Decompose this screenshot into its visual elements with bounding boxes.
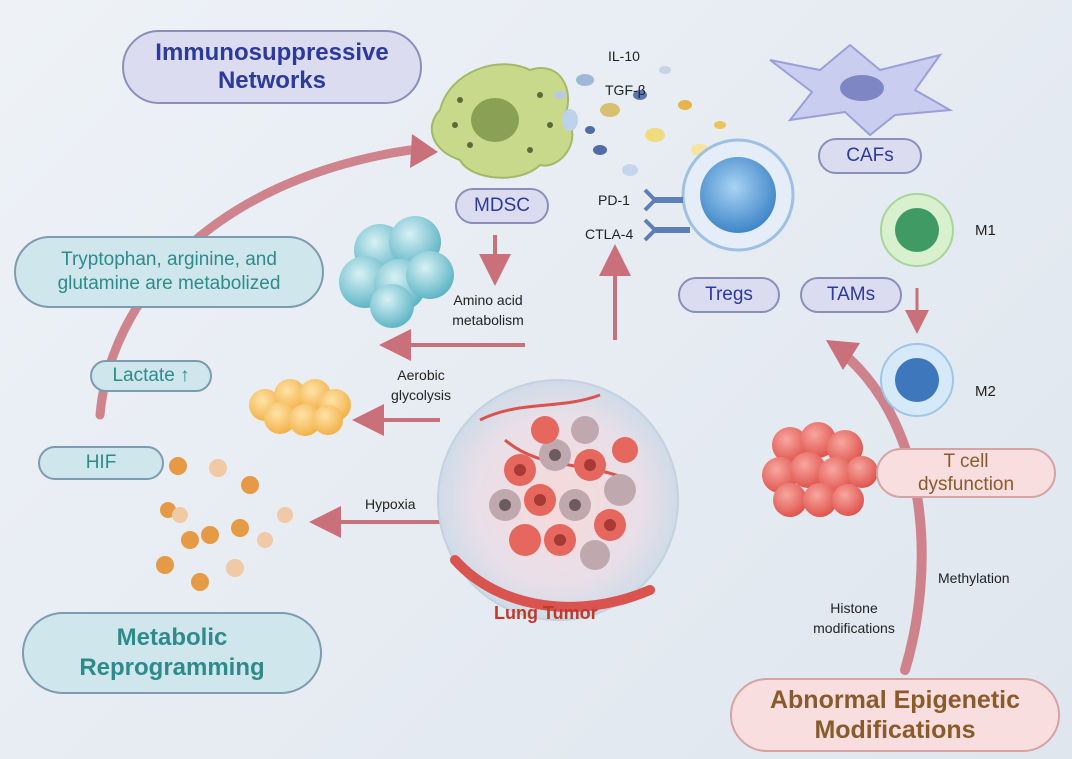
mdsc-cell-icon	[430, 63, 574, 179]
m1-cell-icon	[880, 193, 954, 267]
amino-acid-cluster-icon	[339, 216, 454, 328]
epigenetic-title: Abnormal Epigenetic Modifications	[730, 678, 1060, 752]
m1-label: M1	[975, 222, 996, 239]
il10-label: IL-10	[608, 48, 640, 64]
m2-label: M2	[975, 383, 996, 400]
tgfb-label: TGF-β	[605, 82, 646, 98]
curved-arrow-epigenetic-to-immune	[840, 350, 927, 675]
mdsc-label: MDSC	[455, 188, 549, 224]
tams-label: TAMs	[800, 277, 902, 313]
hypoxia-dots-icon	[156, 457, 293, 591]
curved-arrow-head-left	[410, 134, 438, 168]
hif-label: HIF	[38, 446, 164, 480]
curved-arrow-head-right	[826, 340, 860, 370]
tcell-dysfunction-label: T cell dysfunction	[876, 448, 1056, 498]
lactate-label: Lactate ↑	[90, 360, 212, 392]
histone-label: Histone modifications	[813, 600, 895, 636]
ctla4-label: CTLA-4	[585, 226, 634, 242]
treg-cell-icon	[643, 138, 795, 252]
immunosuppressive-title: Immunosuppressive Networks	[122, 30, 422, 104]
methylation-label: Methylation	[938, 570, 1010, 586]
cafs-label: CAFs	[818, 138, 922, 174]
tcell-cluster-icon	[762, 422, 878, 517]
glycolysis-cluster-icon	[249, 379, 351, 436]
caf-cell-icon	[769, 43, 954, 137]
pd1-label: PD-1	[598, 192, 630, 208]
m2-cell-icon	[880, 343, 954, 417]
tregs-label: Tregs	[678, 277, 780, 313]
hypoxia-label: Hypoxia	[365, 496, 416, 512]
lung-tumor-label: Lung Tumor	[494, 603, 598, 623]
tryptophan-label: Tryptophan, arginine, and glutamine are …	[14, 236, 324, 308]
aerobic-glycolysis-label: Aerobic glycolysis	[391, 367, 451, 403]
lung-tumor-icon	[437, 379, 679, 621]
amino-acid-label: Amino acid metabolism	[452, 292, 524, 328]
metabolic-title: Metabolic Reprogramming	[22, 612, 322, 694]
